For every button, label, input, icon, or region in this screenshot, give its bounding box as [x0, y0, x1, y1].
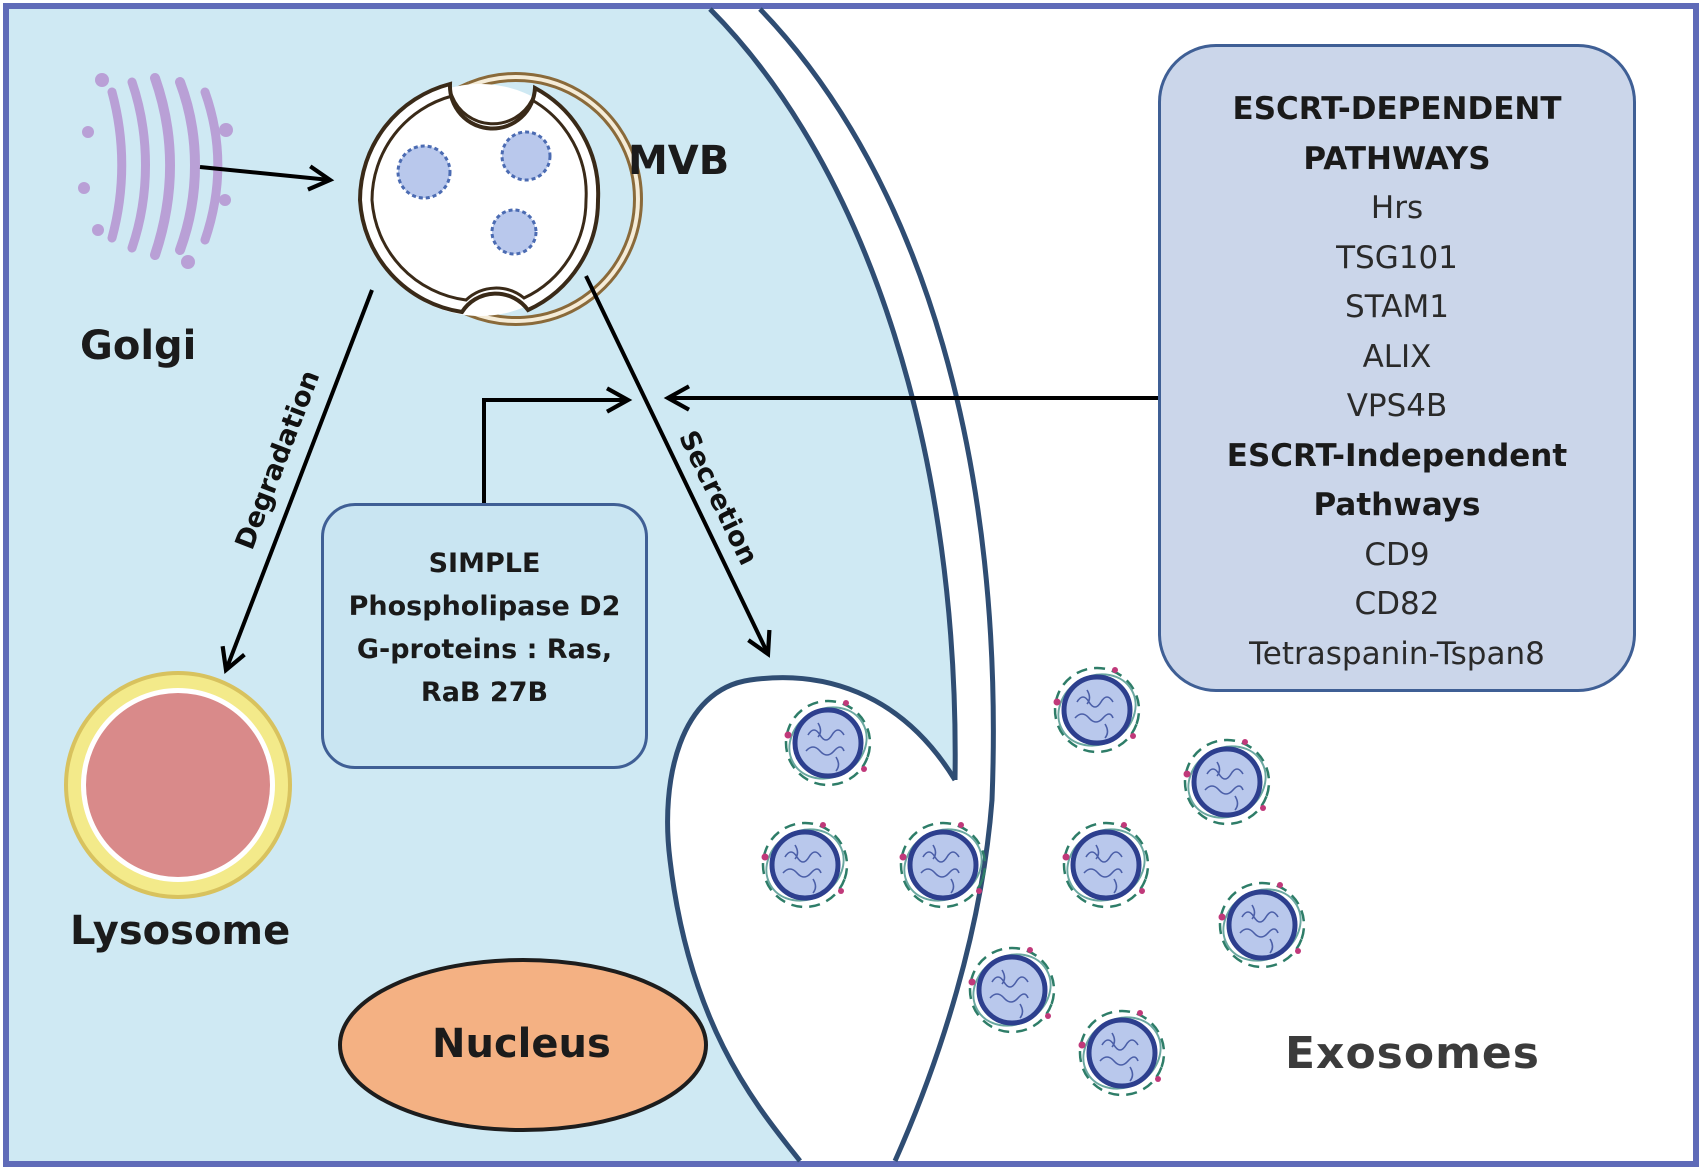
mvb-label: MVB	[628, 138, 730, 184]
lysosome-icon	[64, 671, 292, 899]
escrt-dependent-heading: ESCRT-DEPENDENT	[1232, 91, 1562, 127]
escrt-independent-heading: ESCRT-Independent	[1226, 437, 1568, 474]
degradation-arrow	[220, 289, 374, 675]
simple-box-line: Phospholipase D2	[348, 591, 621, 622]
secretion-pocket-membrane	[665, 675, 958, 1163]
simple-box-line: G-proteins : Ras,	[356, 634, 613, 665]
escrt-independent-heading: Pathways	[1313, 487, 1481, 523]
simple-box-line: SIMPLE	[428, 548, 541, 579]
escrt-dependent-item: Hrs	[1370, 190, 1424, 226]
escrt-independent-item: CD82	[1354, 586, 1440, 622]
escrt-dependent-item: ALIX	[1362, 338, 1432, 375]
escrt-dependent-item: STAM1	[1345, 289, 1449, 325]
simple-regulators-box: SIMPLE Phospholipase D2 G-proteins : Ras…	[321, 503, 648, 769]
simple-box-arrow	[482, 386, 633, 505]
nucleus-icon	[338, 958, 708, 1132]
escrt-dependent-heading: PATHWAYS	[1303, 140, 1491, 177]
golgi-label: Golgi	[80, 323, 197, 369]
escrt-independent-item: Tetraspanin-Tspan8	[1249, 635, 1545, 672]
nucleus-label: Nucleus	[432, 1021, 611, 1067]
simple-box-line: RaB 27B	[420, 677, 549, 708]
lysosome-label: Lysosome	[70, 908, 291, 954]
golgi-to-mvb-arrow	[199, 164, 335, 192]
plasma-membrane-outer	[758, 7, 996, 1163]
plasma-membrane-inner	[708, 7, 958, 781]
escrt-independent-item: CD9	[1364, 536, 1430, 573]
escrt-dependent-item: TSG101	[1336, 239, 1458, 276]
escrt-pathways-box: ESCRT-DEPENDENT PATHWAYS Hrs TSG101 STAM…	[1158, 44, 1636, 692]
golgi-icon	[78, 73, 233, 269]
mvb-icon	[357, 72, 643, 326]
exosomes-label: Exosomes	[1285, 1028, 1540, 1079]
secretion-arrow	[584, 275, 772, 658]
escrt-dependent-item: VPS4B	[1346, 388, 1448, 424]
